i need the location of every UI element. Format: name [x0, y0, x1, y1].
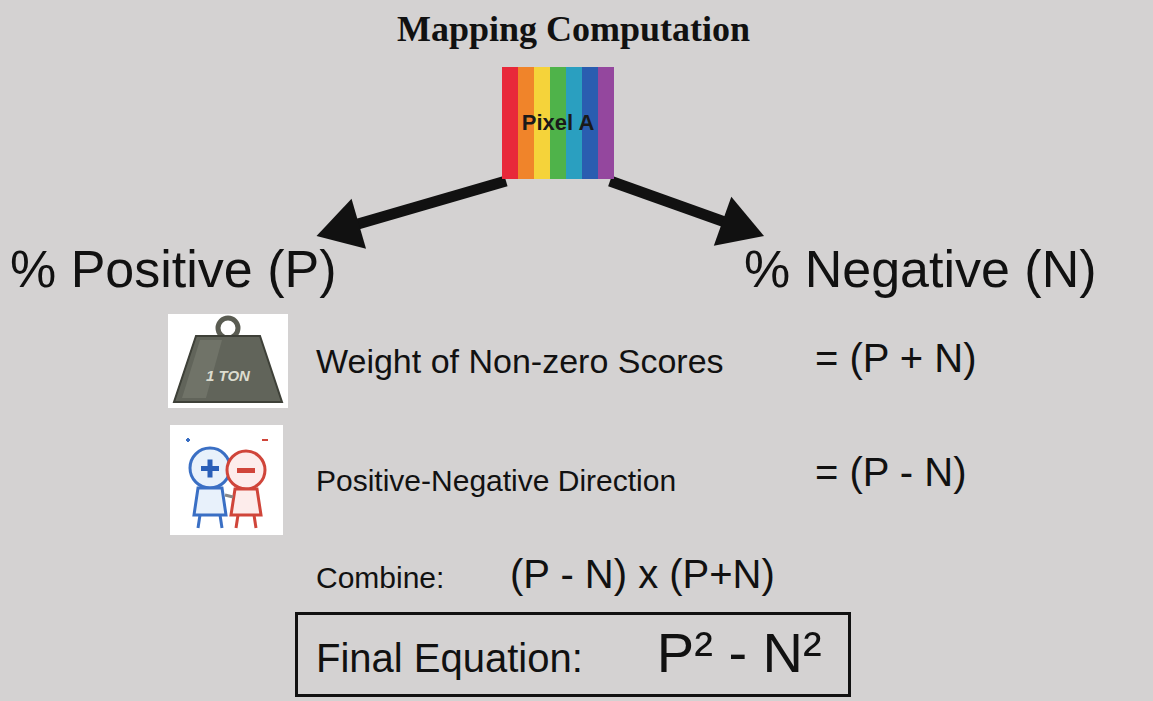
title: Mapping Computation	[397, 8, 750, 51]
row-label: Positive-Negative Direction	[316, 463, 676, 499]
weight-text: 1 TON	[206, 368, 250, 383]
row-label: Weight of Non-zero Scores	[316, 341, 724, 382]
row-label: Combine:	[316, 560, 444, 596]
formula: (P - N) x (P+N)	[510, 550, 775, 598]
formula: = (P - N)	[815, 448, 967, 496]
node-text: Pixel A	[522, 111, 595, 135]
node-text: Final Equation:	[316, 632, 583, 684]
arrow-connector	[351, 181, 506, 226]
category-label: % Positive (P)	[8, 238, 339, 300]
category-label: % Negative (N)	[742, 238, 1099, 300]
weight-icon	[168, 314, 288, 408]
formula: = (P + N)	[815, 334, 977, 382]
equation-box: Final Equation: P² - N²	[295, 612, 851, 697]
plus-minus-icon	[170, 425, 283, 535]
node-subtext: P² - N²	[657, 617, 822, 690]
arrow-head	[714, 197, 764, 246]
arrow-connector	[610, 181, 730, 224]
node-text: % Positive (P)	[10, 238, 337, 300]
node-text: % Negative (N)	[744, 238, 1097, 300]
pixel-swatch: Pixel A	[502, 67, 614, 179]
